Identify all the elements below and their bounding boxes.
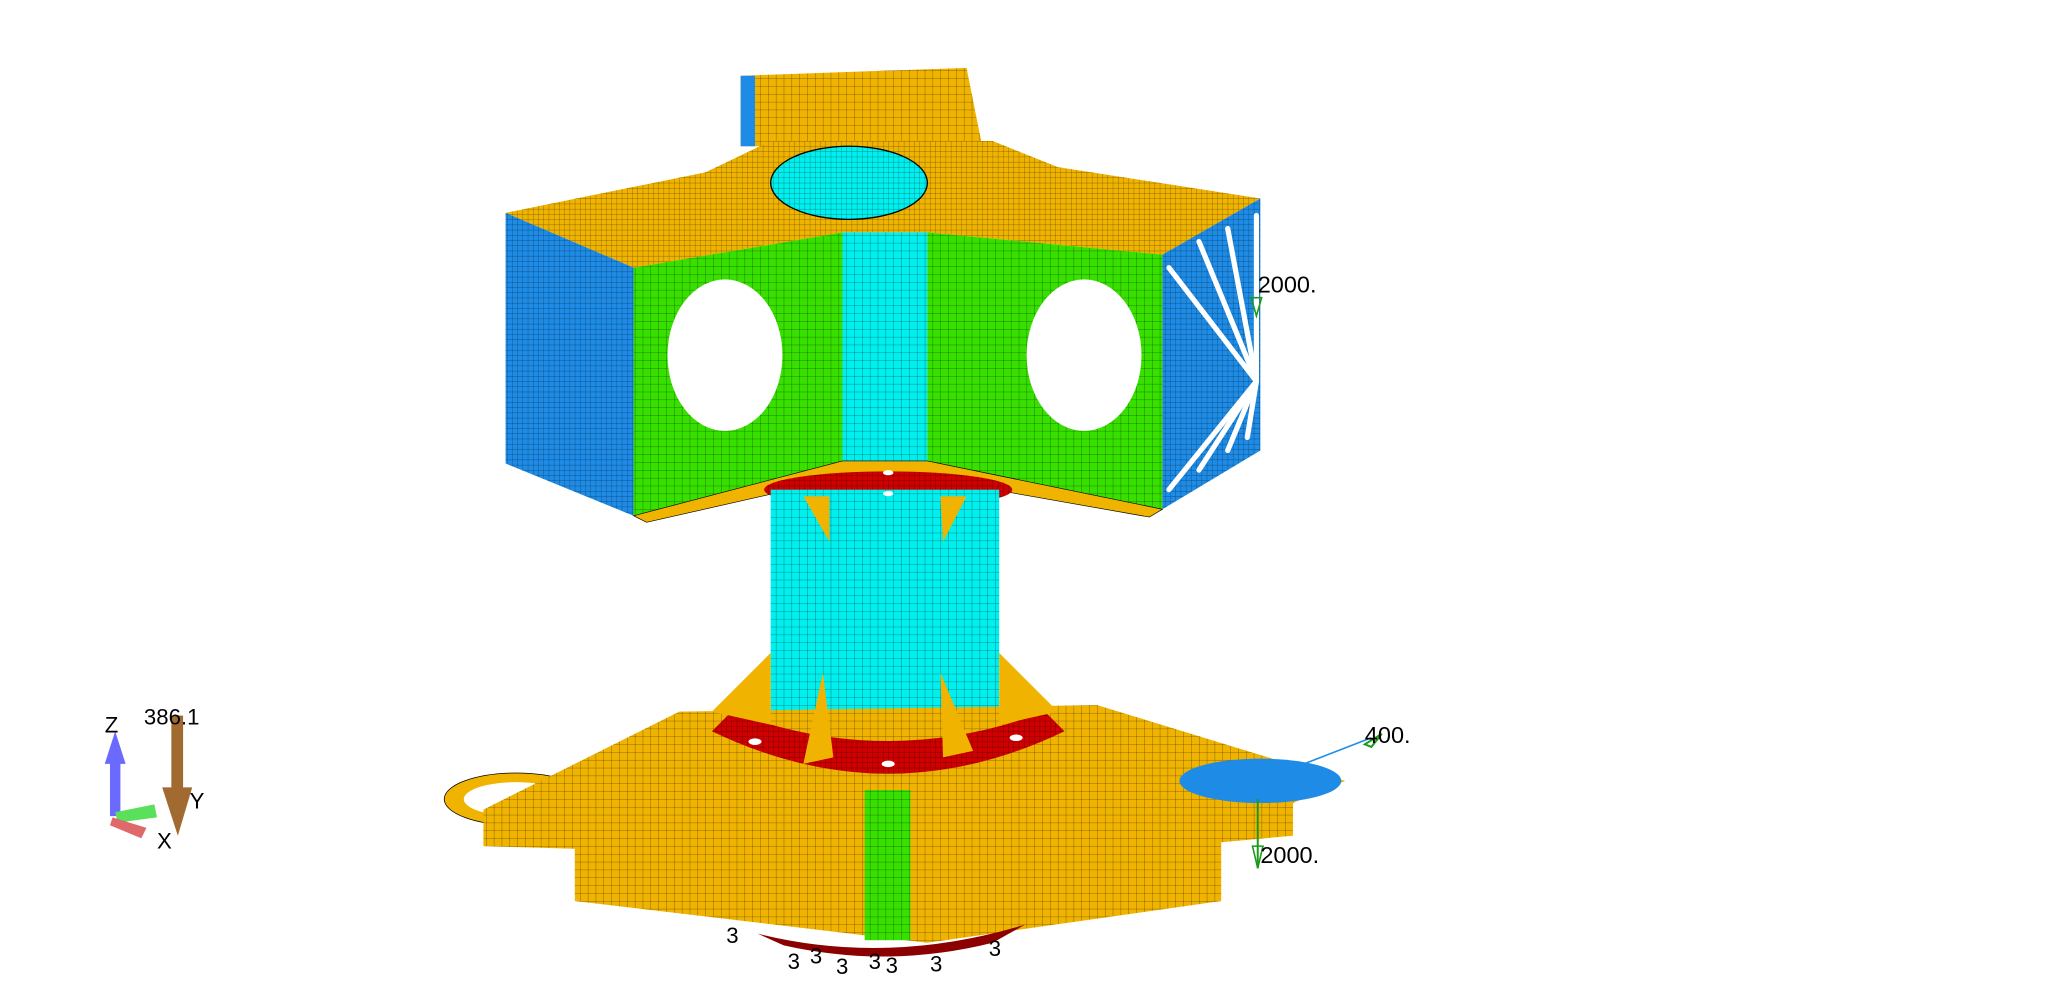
spc-label: 3 [836,954,848,979]
upper-block-faces [505,198,1261,523]
x-axis-label: X [157,829,172,854]
z-axis-arrow [109,757,121,817]
right-hole [1026,279,1142,431]
upper-block-top [505,141,1261,268]
force-label-top: 2000. [1258,271,1317,297]
z-axis-label: Z [105,713,119,738]
load-arrows [1250,296,1383,869]
y-axis-arrow [115,804,157,823]
spc-label: 3 [930,951,942,976]
spc-label: 3 [788,949,800,974]
force-label-bottom: 2000. [1260,842,1319,868]
left-hole [667,279,783,431]
center-column [764,470,1013,738]
constraint-labels: 3 3 3 3 3 3 3 3 [726,923,1001,979]
base-plate [443,652,1346,957]
spc-label: 3 [726,923,738,948]
spc-label: 3 [989,936,1001,961]
gravity-label: 386.1 [144,705,200,730]
x-axis-arrow [109,817,147,839]
gravity-arrow [171,715,184,794]
rbe-spider [1166,212,1260,493]
spc-label: 3 [810,944,822,969]
spc-label: 3 [886,953,898,978]
force-label-side: 400. [1365,722,1411,748]
load-patch [1179,758,1342,804]
spc-label: 3 [869,949,881,974]
y-axis-label: Y [190,788,205,813]
top-fin [740,67,983,147]
axis-triad: Z Y X 386.1 [105,705,205,854]
